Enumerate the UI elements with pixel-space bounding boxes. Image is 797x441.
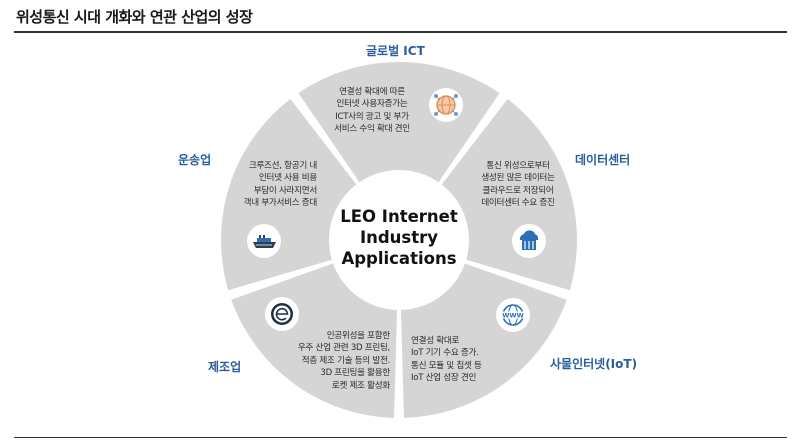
center-title: LEO Internet Industry Applications <box>340 207 458 268</box>
www-icon: WWW <box>496 298 530 332</box>
text-data-center: 통신 위성으로부터 생성된 많은 데이터는 클라우드로 저장되어 데이터센터 수… <box>481 161 555 209</box>
page-title: 위성통신 시대 개화와 연관 산업의 성장 <box>16 8 253 26</box>
text-iot: 연결성 확대로 IoT 기기 수요 증가. 통신 모듈 및 칩셋 등 IoT 산… <box>411 336 482 384</box>
text-transport: 크루즈선, 항공기 내 인터넷 사용 비용 부담이 사라지면서 객내 부가서비스… <box>243 161 318 209</box>
bottom-divider <box>14 437 787 438</box>
label-global-ict: 글로벌 ICT <box>366 44 425 58</box>
text-global-ict: 연결성 확대에 따른 인터넷 사용자증가는 ICT사의 광고 및 부가 서비스 … <box>334 87 410 135</box>
label-manufacturing: 제조업 <box>208 360 242 374</box>
top-divider <box>14 31 787 33</box>
center-hub <box>333 174 465 306</box>
label-data-center: 데이터센터 <box>575 153 631 167</box>
label-transport: 운송업 <box>178 153 212 167</box>
svg-text:WWW: WWW <box>502 312 524 320</box>
label-iot: 사물인터넷(IoT) <box>550 357 638 371</box>
ship-icon <box>247 224 281 258</box>
globe-network-icon <box>429 88 463 122</box>
text-manufacturing: 인공위성을 포함한 우주 산업 관련 3D 프린팅, 적층 제조 기술 등의 발… <box>297 331 390 391</box>
segment-iot <box>400 263 567 418</box>
e-logo-icon <box>265 297 299 331</box>
cloud-server-icon <box>512 224 546 258</box>
